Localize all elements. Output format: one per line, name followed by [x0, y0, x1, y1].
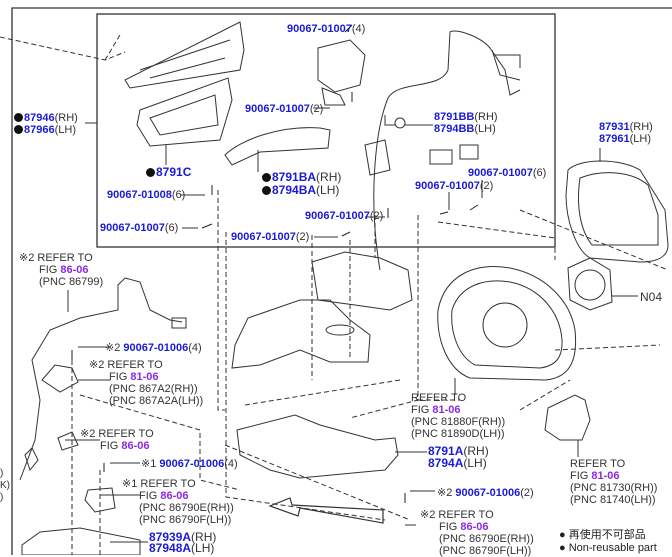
mirror-glass-part [565, 160, 669, 263]
ref-81880[interactable]: REFER TO FIG 81-06 (PNC 81880F(RH)) (PNC… [411, 392, 506, 440]
bracket-part [124, 21, 245, 89]
puddle-lamp-bulb [84, 487, 116, 513]
actuator-part [317, 39, 366, 93]
nonreusable-dot-icon [14, 113, 23, 122]
callout-screw-01006-a[interactable]: ※2 90067-01006(4) [105, 342, 202, 354]
side-harness [19, 277, 183, 481]
ref-81730[interactable]: REFER TO FIG 81-06 (PNC 81730(RH)) (PNC … [570, 458, 658, 506]
callout-screw-01006-b[interactable]: ※1 90067-01006(4) [141, 458, 238, 470]
ref-86-06-b[interactable]: ※2 REFER TO FIG 86-06 [80, 428, 154, 452]
garnish-87939a-part [21, 527, 141, 555]
callout-screw-01007-6-right[interactable]: 90067-01007(6) [468, 167, 547, 179]
callout-8791a[interactable]: 8791A(RH) 8794A(LH) [428, 444, 489, 470]
nonreusable-dot-icon [14, 125, 23, 134]
legend-item-jp: ● 再使用不可部品 [559, 529, 646, 541]
cover-8791c-part [136, 77, 233, 147]
callout-screw-01007-2-bottom[interactable]: 90067-01007(2) [231, 231, 310, 243]
mirror-housing-part [437, 266, 577, 381]
mirror-motor-part [567, 257, 613, 311]
ref-86799[interactable]: ※2 REFER TO FIG 86-06 (PNC 86799) [19, 252, 104, 288]
callout-n04[interactable]: N04 [640, 290, 663, 304]
cover-8791a-part [236, 414, 399, 479]
nonreusable-dot-icon: ● [559, 529, 566, 541]
callout-8791ba[interactable]: 8791BA(RH) 8794BA(LH) [262, 171, 341, 197]
puddle-lamp-part [41, 364, 79, 393]
ref-86790-a[interactable]: ※1 REFER TO FIG 86-06 (PNC 86790E(RH)) (… [122, 478, 234, 526]
nonreusable-dot-icon: ● [559, 542, 566, 554]
wire-harness [373, 30, 521, 271]
callout-8791c[interactable]: 8791C [146, 166, 191, 178]
callout-screw-01007-6-left[interactable]: 90067-01007(6) [100, 222, 179, 234]
callout-screw-01008-6[interactable]: 90067-01008(6) [107, 189, 186, 201]
outer-frame [11, 7, 672, 555]
callout-87939a[interactable]: 87939A(RH) 87948A(LH) [149, 530, 217, 555]
callout-screw-01007-2-right[interactable]: 90067-01007(2) [415, 180, 494, 192]
legend: ● 再使用不可部品 ● Non-reusable part [559, 529, 657, 555]
legend-item-en: ● Non-reusable part [559, 542, 657, 554]
edge-text-fragment: ) K) ) [0, 468, 10, 503]
nonreusable-dot-icon [262, 186, 271, 195]
callout-bolt-top-2[interactable]: 90067-01007(2) [245, 103, 324, 115]
callout-8791bb[interactable]: 8791BB(RH) 8794BB(LH) [434, 111, 498, 135]
callout-87931[interactable]: 87931(RH) 87961(LH) [599, 121, 653, 145]
callout-bolt-top-4[interactable]: 90067-01007(4) [287, 23, 366, 35]
ref-86790-b[interactable]: ※2 REFER TO FIG 86-06 (PNC 86790E(RH)) (… [420, 509, 534, 557]
callout-screw-01006-c[interactable]: ※2 90067-01006(2) [437, 487, 534, 499]
mirror-base-part [311, 251, 413, 311]
direction-arrow [268, 497, 384, 524]
nonreusable-dot-icon [262, 173, 271, 182]
inner-box [96, 13, 556, 248]
callout-screw-01007-2-mid[interactable]: 90067-01007(2) [305, 210, 384, 222]
turn-lamp-part [544, 394, 591, 441]
callout-87946[interactable]: 87946(RH) 87966(LH) [14, 112, 78, 136]
nonreusable-dot-icon [146, 168, 155, 177]
cover-8791ba-part [224, 127, 331, 166]
ref-867a2[interactable]: ※2 REFER TO FIG 81-06 (PNC 867A2(RH)) (P… [89, 359, 204, 407]
